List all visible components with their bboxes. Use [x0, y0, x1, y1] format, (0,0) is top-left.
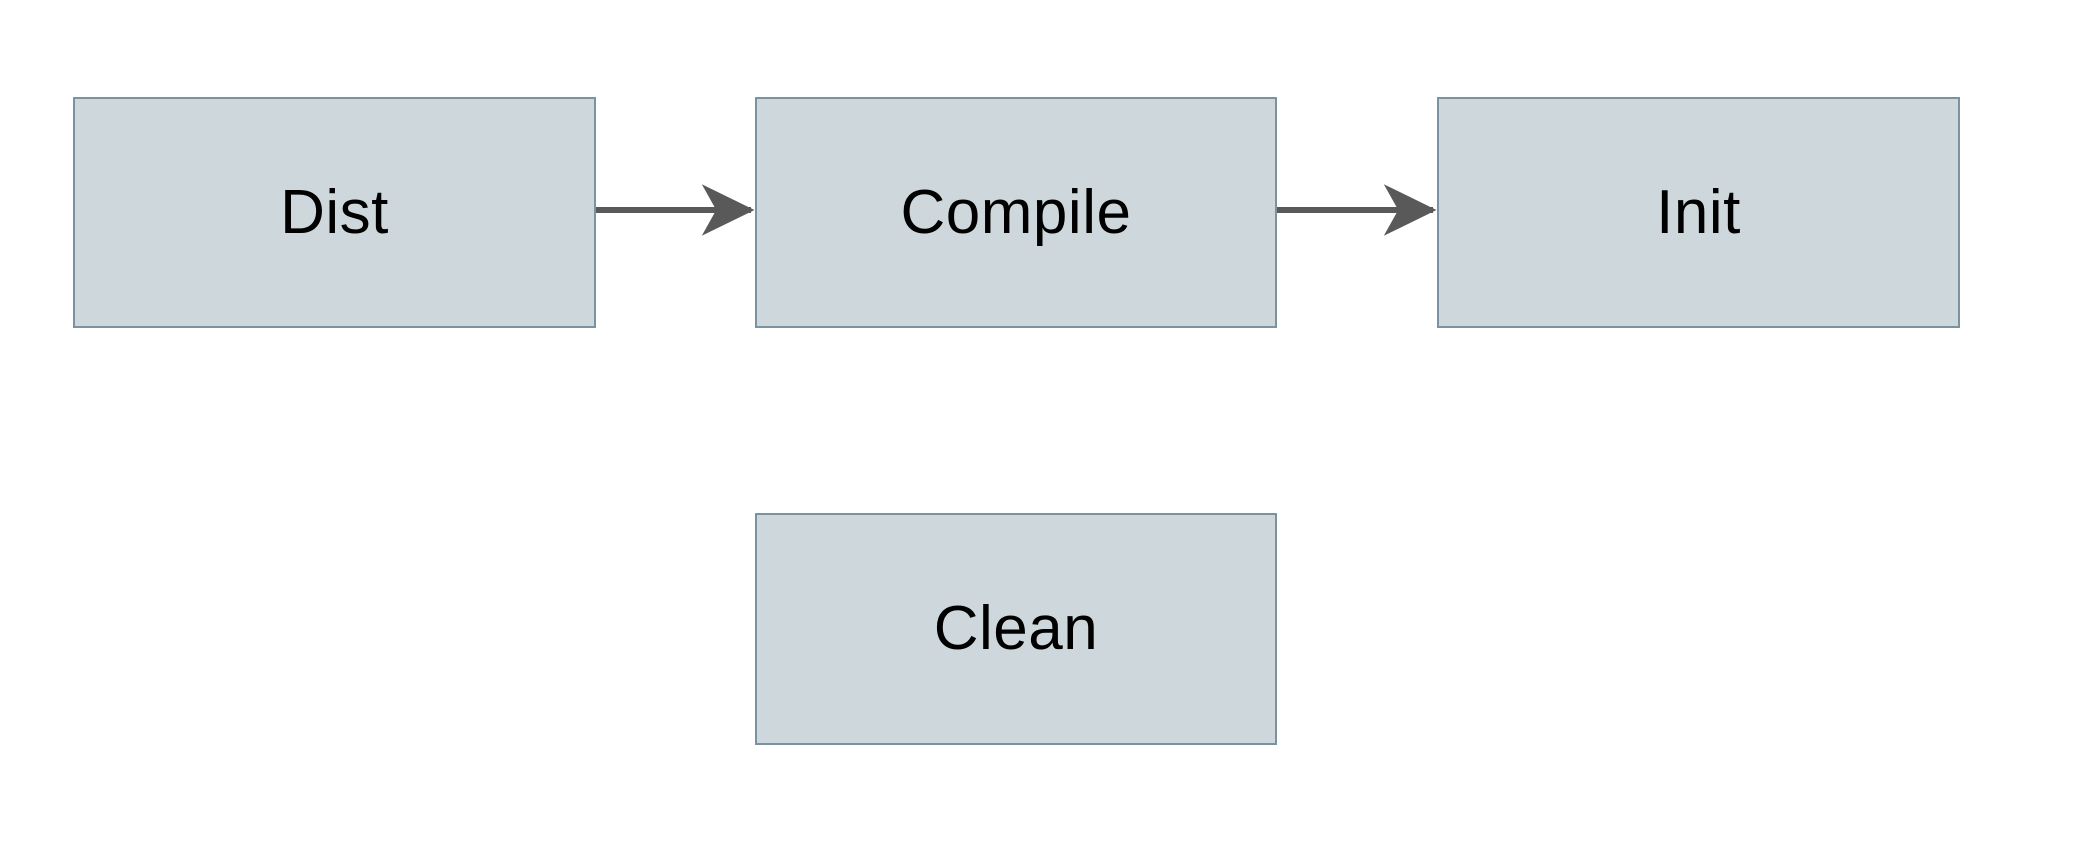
node-dist[interactable]: Dist	[73, 97, 596, 328]
node-clean[interactable]: Clean	[755, 513, 1277, 745]
node-compile[interactable]: Compile	[755, 97, 1277, 328]
node-label: Dist	[280, 177, 389, 247]
node-init[interactable]: Init	[1437, 97, 1960, 328]
node-label: Init	[1656, 177, 1741, 247]
node-label: Clean	[933, 594, 1099, 663]
node-label: Compile	[900, 177, 1132, 247]
